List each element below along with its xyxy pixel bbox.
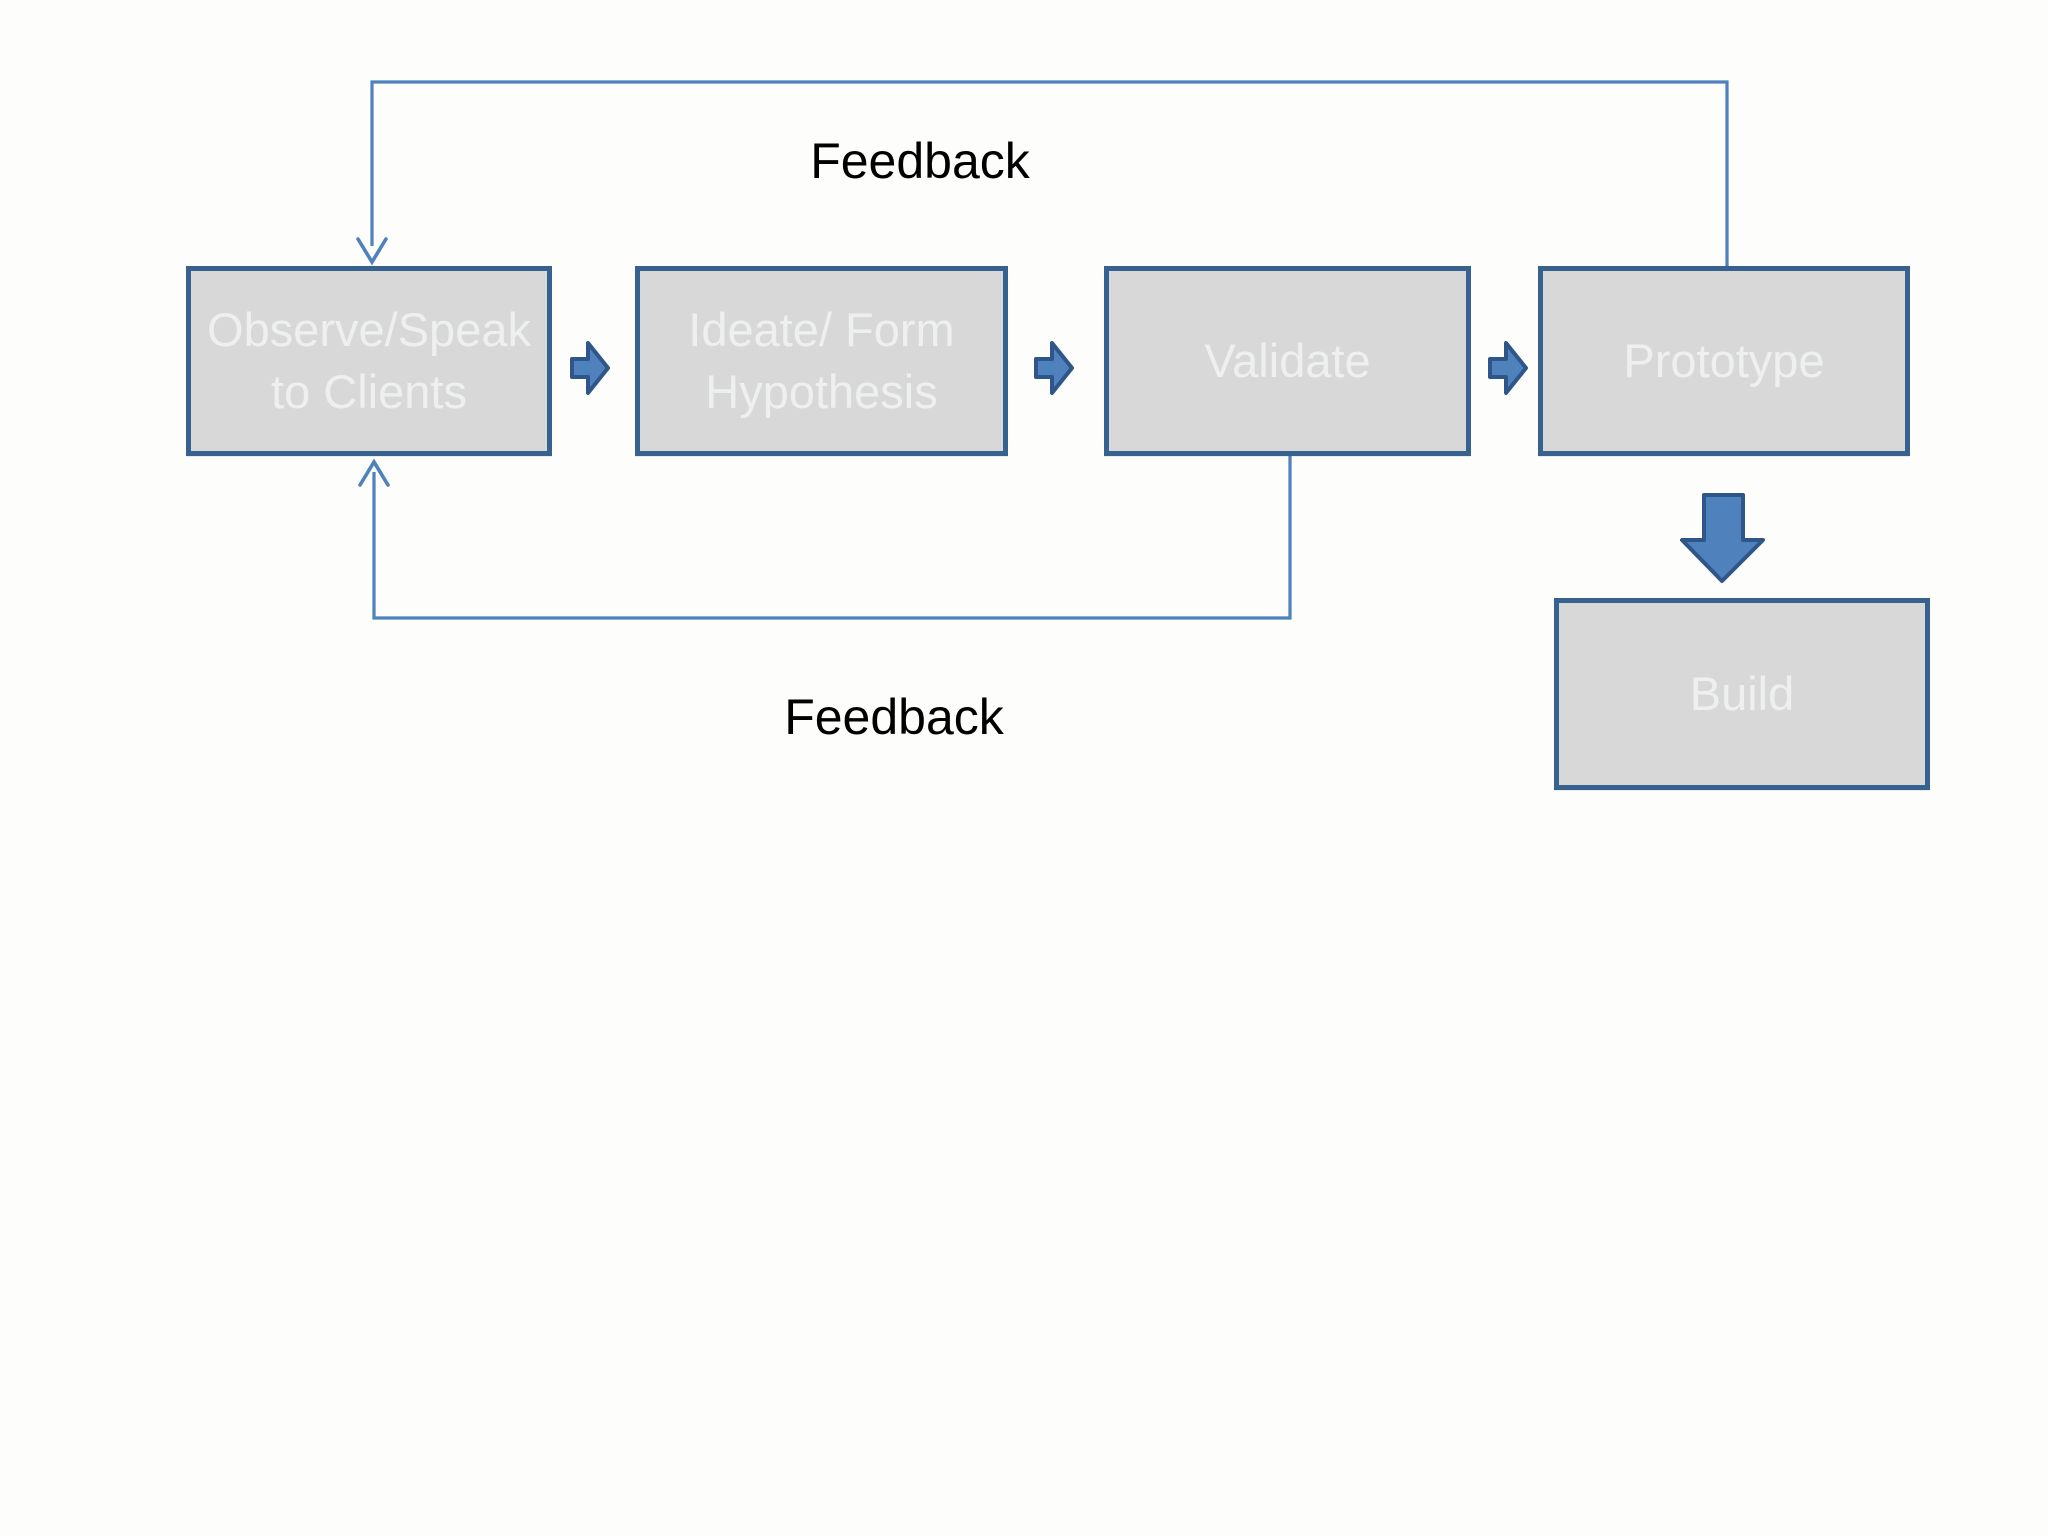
node-ideate-form-hypothesis: Ideate/ Form Hypothesis [635, 266, 1008, 456]
feedback-bottom-connector [372, 456, 1292, 620]
flow-arrow-validate-to-prototype-icon [1488, 341, 1528, 395]
feedback-top-arrowhead-icon [356, 237, 388, 266]
node-validate-label: Validate [1204, 333, 1371, 387]
node-build-label: Build [1689, 666, 1795, 720]
node-build: Build [1554, 598, 1930, 790]
node-observe-label: Observe/Speak to Clients [207, 302, 531, 418]
node-validate: Validate [1104, 266, 1471, 456]
flow-arrow-prototype-to-build-icon [1680, 493, 1765, 583]
feedback-bottom-arrowhead-icon [358, 458, 390, 487]
feedback-top-connector [370, 80, 1729, 266]
feedback-label-top: Feedback [810, 133, 1030, 189]
flow-arrow-ideate-to-validate-icon [1034, 341, 1074, 395]
feedback-label-bottom: Feedback [784, 689, 1004, 745]
node-ideate-label: Ideate/ Form Hypothesis [688, 302, 955, 418]
node-observe-speak-to-clients: Observe/Speak to Clients [186, 266, 552, 456]
node-prototype: Prototype [1538, 266, 1910, 456]
flow-arrow-observe-to-ideate-icon [570, 341, 610, 395]
node-prototype-label: Prototype [1623, 333, 1825, 387]
